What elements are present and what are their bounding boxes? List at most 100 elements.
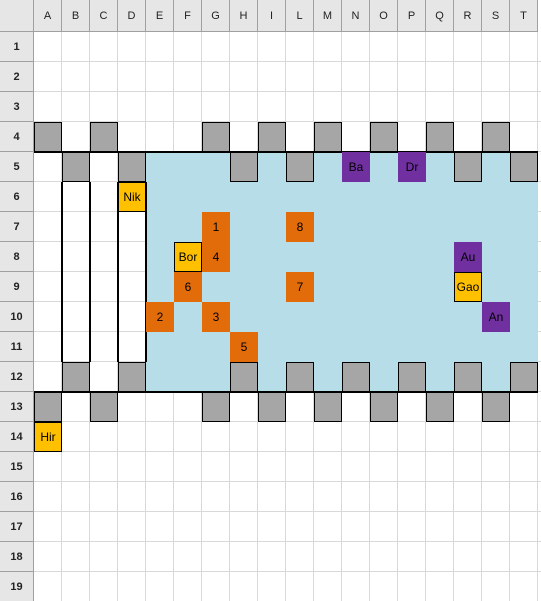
wall-block	[454, 152, 482, 182]
wall-block	[34, 392, 62, 422]
column-header-r[interactable]: R	[454, 0, 482, 32]
wall-block	[370, 392, 398, 422]
row-header-16[interactable]: 16	[0, 482, 34, 512]
token-n2[interactable]: 2	[146, 302, 174, 332]
row-header-2[interactable]: 2	[0, 62, 34, 92]
row-header-12[interactable]: 12	[0, 362, 34, 392]
gridline	[34, 421, 541, 422]
column-header-h[interactable]: H	[230, 0, 258, 32]
wall-block	[482, 392, 510, 422]
token-dr[interactable]: Dr	[398, 152, 426, 182]
token-n6[interactable]: 6	[174, 272, 202, 302]
row-header-4[interactable]: 4	[0, 122, 34, 152]
row-header-15[interactable]: 15	[0, 452, 34, 482]
row-header-7[interactable]: 7	[0, 212, 34, 242]
gridline	[34, 571, 541, 572]
column-header-n[interactable]: N	[342, 0, 370, 32]
wall-block	[510, 152, 538, 182]
gridline	[34, 541, 541, 542]
wall-block	[370, 122, 398, 152]
wall-block	[118, 152, 146, 182]
gridline	[34, 91, 541, 92]
wall-block	[62, 152, 90, 182]
column-header-q[interactable]: Q	[426, 0, 454, 32]
token-hir[interactable]: Hir	[34, 422, 62, 452]
gridline	[34, 61, 541, 62]
row-header-6[interactable]: 6	[0, 182, 34, 212]
token-nik[interactable]: Nik	[118, 182, 146, 212]
column-header-t[interactable]: T	[510, 0, 538, 32]
column-header-f[interactable]: F	[174, 0, 202, 32]
token-n3[interactable]: 3	[202, 302, 230, 332]
column-header-a[interactable]: A	[34, 0, 62, 32]
row-header-9[interactable]: 9	[0, 272, 34, 302]
column-header-b[interactable]: B	[62, 0, 90, 32]
wall-edge	[34, 151, 538, 153]
row-header-14[interactable]: 14	[0, 422, 34, 452]
gridline	[34, 121, 541, 122]
row-header-19[interactable]: 19	[0, 572, 34, 601]
wall-block	[398, 362, 426, 392]
row-header-13[interactable]: 13	[0, 392, 34, 422]
wall-block	[90, 122, 118, 152]
wall-block	[90, 392, 118, 422]
column-header-l[interactable]: L	[286, 0, 314, 32]
token-n8[interactable]: 8	[286, 212, 314, 242]
row-header-8[interactable]: 8	[0, 242, 34, 272]
wall-edge	[145, 182, 147, 362]
row-header-10[interactable]: 10	[0, 302, 34, 332]
wall-block	[286, 362, 314, 392]
wall-edge	[61, 182, 63, 362]
select-all-corner[interactable]	[0, 0, 34, 32]
token-n1[interactable]: 1	[202, 212, 230, 242]
gridline	[34, 481, 541, 482]
wall-block	[314, 122, 342, 152]
wall-block	[426, 392, 454, 422]
wall-block	[62, 362, 90, 392]
wall-block	[454, 362, 482, 392]
token-an[interactable]: An	[482, 302, 510, 332]
wall-block	[258, 122, 286, 152]
row-header-17[interactable]: 17	[0, 512, 34, 542]
wall-block	[258, 392, 286, 422]
row-header-11[interactable]: 11	[0, 332, 34, 362]
token-bor[interactable]: Bor	[174, 242, 202, 272]
token-n4[interactable]: 4	[202, 242, 230, 272]
gridline	[34, 511, 541, 512]
column-header-g[interactable]: G	[202, 0, 230, 32]
column-header-o[interactable]: O	[370, 0, 398, 32]
token-n7[interactable]: 7	[286, 272, 314, 302]
wall-block	[342, 362, 370, 392]
token-ba[interactable]: Ba	[342, 152, 370, 182]
wall-edge	[34, 391, 538, 393]
column-header-e[interactable]: E	[146, 0, 174, 32]
column-header-i[interactable]: I	[258, 0, 286, 32]
row-header-18[interactable]: 18	[0, 542, 34, 572]
wall-block	[202, 122, 230, 152]
wall-block	[510, 362, 538, 392]
gridline	[34, 451, 541, 452]
token-au[interactable]: Au	[454, 242, 482, 272]
wall-edge	[89, 182, 91, 362]
wall-edge	[117, 182, 119, 362]
wall-block	[118, 362, 146, 392]
wall-block	[286, 152, 314, 182]
wall-block	[482, 122, 510, 152]
column-header-s[interactable]: S	[482, 0, 510, 32]
row-header-3[interactable]: 3	[0, 92, 34, 122]
wall-block	[426, 122, 454, 152]
wall-block	[314, 392, 342, 422]
column-header-m[interactable]: M	[314, 0, 342, 32]
wall-block	[230, 362, 258, 392]
wall-block	[202, 392, 230, 422]
wall-block	[34, 122, 62, 152]
row-header-5[interactable]: 5	[0, 152, 34, 182]
wall-block	[230, 152, 258, 182]
token-gao[interactable]: Gao	[454, 272, 482, 302]
row-header-1[interactable]: 1	[0, 32, 34, 62]
column-header-p[interactable]: P	[398, 0, 426, 32]
column-header-d[interactable]: D	[118, 0, 146, 32]
token-n5[interactable]: 5	[230, 332, 258, 362]
column-header-c[interactable]: C	[90, 0, 118, 32]
